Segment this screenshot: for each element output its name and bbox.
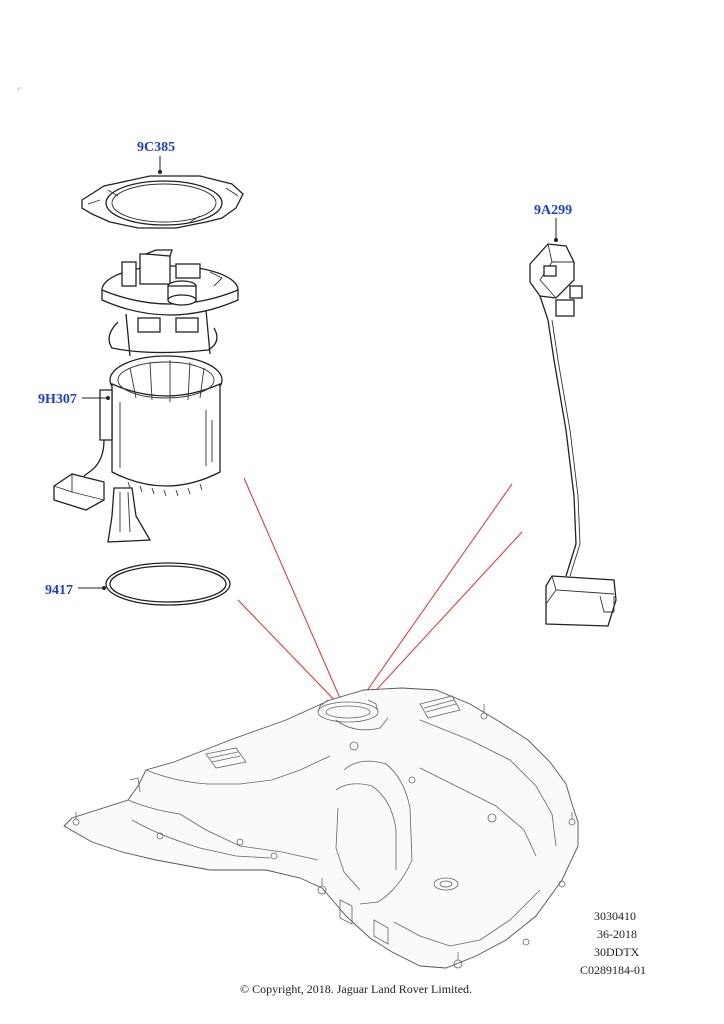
corner-mark <box>17 87 22 92</box>
info-line-1: 3030410 <box>594 909 636 923</box>
leader-dot-9h307 <box>106 396 110 400</box>
fuel-tank <box>63 687 579 969</box>
callout-lines <box>237 477 523 713</box>
copyright-notice: © Copyright, 2018. Jaguar Land Rover Lim… <box>240 982 472 996</box>
seal-9417[interactable] <box>105 562 231 606</box>
label-9a299[interactable]: 9A299 <box>534 203 572 218</box>
info-line-4: C0289184-01 <box>580 963 646 977</box>
leader-dot-9c385 <box>158 170 162 174</box>
lock-ring-9c385[interactable] <box>81 175 244 229</box>
drawing-info-block: 3030410 36-2018 30DDTX C0289184-01 <box>580 909 646 977</box>
fuel-pump-module-9h307[interactable] <box>53 249 239 543</box>
leader-dot-9417 <box>102 586 106 590</box>
fuel-level-sender-9a299[interactable] <box>529 243 617 627</box>
label-9c385[interactable]: 9C385 <box>137 140 175 155</box>
label-9h307[interactable]: 9H307 <box>38 392 77 407</box>
info-line-3: 30DDTX <box>594 945 640 959</box>
label-9417[interactable]: 9417 <box>45 583 73 598</box>
leader-dot-9a299 <box>554 238 558 242</box>
info-line-2: 36-2018 <box>597 927 637 941</box>
